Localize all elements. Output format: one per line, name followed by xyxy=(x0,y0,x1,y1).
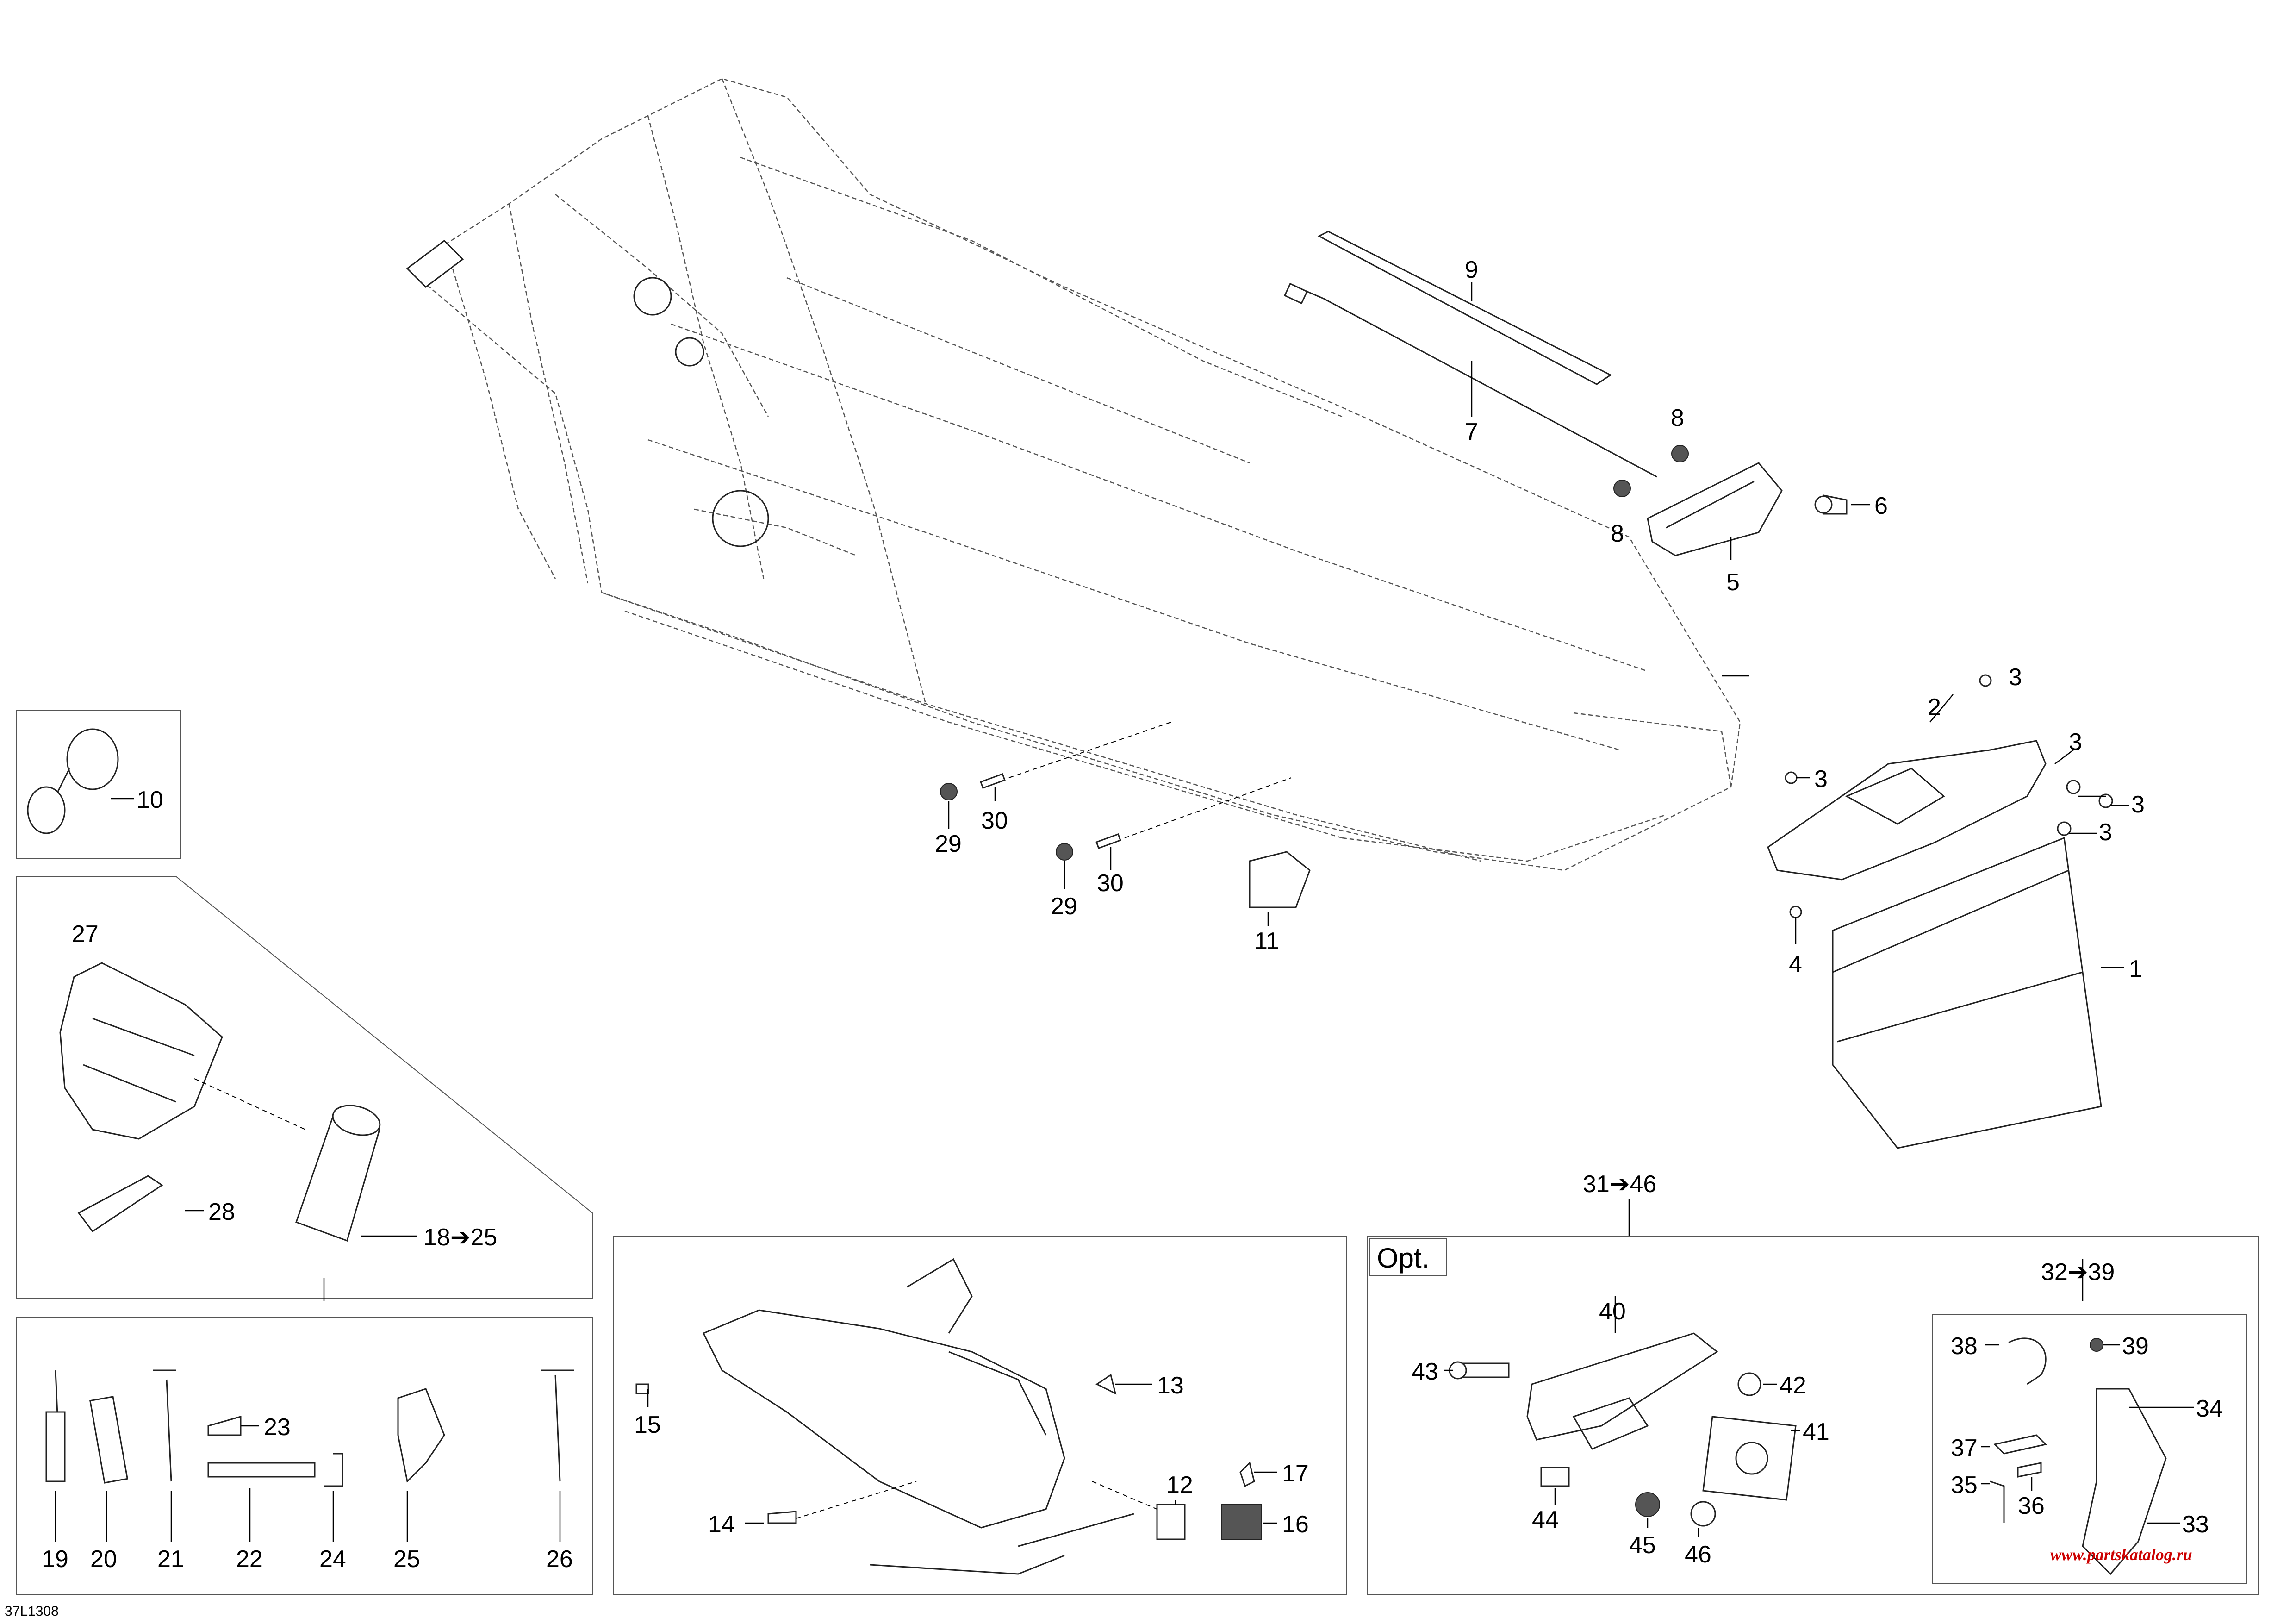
callout-6: 6 xyxy=(1874,493,1888,519)
retainer-11 xyxy=(1249,851,1311,908)
callout-44: 44 xyxy=(1532,1506,1559,1533)
callout-8a: 8 xyxy=(1671,405,1684,431)
callout-12: 12 xyxy=(1166,1472,1193,1499)
callout-39: 39 xyxy=(2122,1333,2149,1360)
callout-3b: 3 xyxy=(2069,729,2082,756)
callout-7: 7 xyxy=(1465,418,1478,445)
chassis-frame xyxy=(406,78,1741,871)
callout-5: 5 xyxy=(1726,569,1740,596)
rear-bumper-2 xyxy=(1767,740,2047,881)
tail-light-5 xyxy=(1613,445,1848,556)
box-hitch-pin xyxy=(1932,1314,2247,1584)
decals xyxy=(635,1374,1262,1540)
hitch-pin-assembly xyxy=(1990,1337,2167,1575)
callout-33: 33 xyxy=(2182,1511,2209,1538)
callout-42: 42 xyxy=(1780,1372,1806,1399)
callout-37: 37 xyxy=(1951,1435,1978,1462)
callout-3d: 3 xyxy=(2131,791,2145,818)
strap-28 xyxy=(77,1175,163,1233)
callout-30b: 30 xyxy=(1097,870,1124,897)
callout-31-46: 31➔46 xyxy=(1583,1171,1656,1198)
callout-17: 17 xyxy=(1282,1460,1309,1487)
tool-kit-27 xyxy=(59,962,223,1140)
callout-labels: 9 7 8 8 6 5 3 2 3 3 3 3 4 1 30 29 30 29 … xyxy=(42,256,2223,1573)
callout-27: 27 xyxy=(72,921,99,948)
callout-35: 35 xyxy=(1951,1472,1978,1499)
callout-41: 41 xyxy=(1803,1418,1829,1445)
box-optional-hitch xyxy=(1367,1236,2259,1595)
callout-4: 4 xyxy=(1789,951,1802,978)
item-10 xyxy=(27,728,119,834)
tools-19-26 xyxy=(45,1369,574,1487)
callout-38: 38 xyxy=(1951,1333,1978,1360)
callout-14: 14 xyxy=(708,1511,735,1538)
callout-19: 19 xyxy=(42,1546,68,1573)
callout-34: 34 xyxy=(2196,1395,2223,1422)
hitch-plate-40 xyxy=(1526,1332,1718,1450)
callout-21: 21 xyxy=(157,1546,184,1573)
callout-3a: 3 xyxy=(2009,664,2022,691)
callout-45: 45 xyxy=(1629,1532,1656,1559)
callout-22: 22 xyxy=(236,1546,263,1573)
callout-16: 16 xyxy=(1282,1511,1309,1538)
callout-23: 23 xyxy=(264,1414,291,1441)
callout-28: 28 xyxy=(208,1199,235,1225)
callout-1: 1 xyxy=(2129,956,2142,982)
callout-18-25: 18➔25 xyxy=(423,1224,497,1251)
callout-26: 26 xyxy=(546,1546,573,1573)
callout-40: 40 xyxy=(1599,1298,1626,1325)
callout-32-39: 32➔39 xyxy=(2041,1259,2115,1286)
callout-29b: 29 xyxy=(1051,893,1077,920)
callout-46: 46 xyxy=(1685,1541,1711,1568)
snow-flap-1 xyxy=(1832,837,2102,1149)
callout-13: 13 xyxy=(1157,1372,1184,1399)
drawing-code: 37L1308 xyxy=(5,1604,59,1619)
tail-light-harness-7 xyxy=(1283,282,1657,478)
callout-2: 2 xyxy=(1928,694,1941,721)
callout-3e: 3 xyxy=(2099,819,2112,846)
callout-9: 9 xyxy=(1465,256,1478,283)
opt-label-box xyxy=(1369,1238,1447,1276)
box-item-10 xyxy=(16,710,181,859)
snowmobile-outline xyxy=(702,1258,1134,1575)
callout-8b: 8 xyxy=(1611,520,1624,547)
callout-36: 36 xyxy=(2018,1493,2045,1519)
callout-15: 15 xyxy=(634,1412,661,1438)
callout-11: 11 xyxy=(1254,928,1279,955)
box-items-27-28 xyxy=(16,876,593,1299)
callout-24: 24 xyxy=(319,1546,346,1573)
rivets-29-30 xyxy=(940,773,1121,861)
callout-10: 10 xyxy=(137,787,163,813)
hitch-hardware xyxy=(1449,1361,1797,1527)
box-tools xyxy=(16,1317,593,1595)
tool-bag-18-25 xyxy=(295,1105,381,1242)
callout-25: 25 xyxy=(393,1546,420,1573)
callout-20: 20 xyxy=(90,1546,117,1573)
box-decals xyxy=(613,1236,1347,1595)
reflective-strip-9 xyxy=(1317,231,1612,385)
callout-30a: 30 xyxy=(981,807,1008,834)
callout-3c: 3 xyxy=(1814,766,1828,793)
option-label: Opt. xyxy=(1377,1243,1429,1274)
callout-43: 43 xyxy=(1412,1358,1438,1385)
watermark: www.partskatalog.ru xyxy=(2050,1545,2192,1564)
callout-29a: 29 xyxy=(935,831,962,857)
